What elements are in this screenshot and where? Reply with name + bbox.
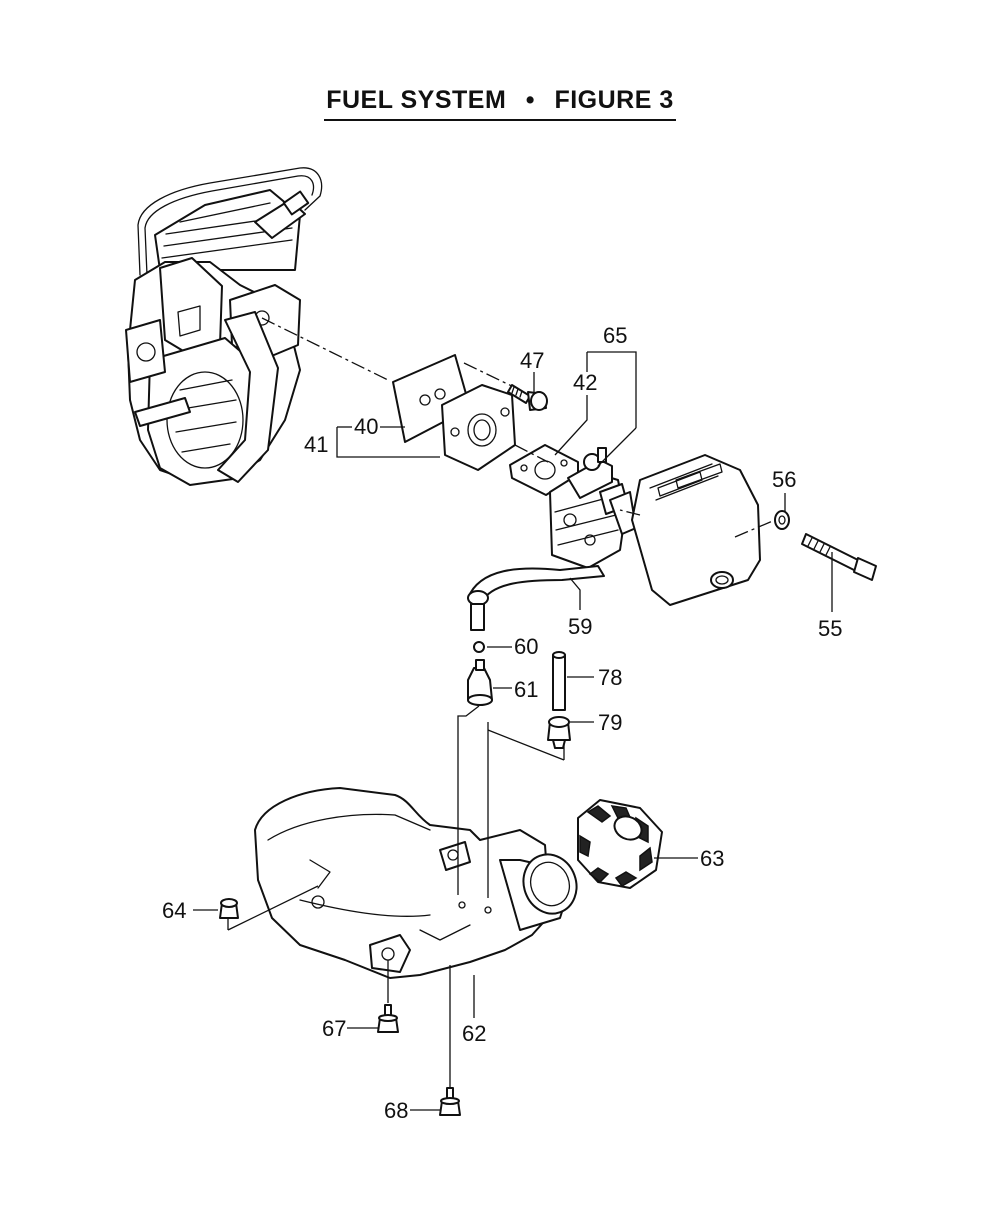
page-title: FUEL SYSTEM • FIGURE 3 [0,86,1000,121]
fuel-filter-61 [467,659,493,706]
callout-64: 64 [162,898,186,923]
screw-68 [439,1087,461,1116]
callout-47: 47 [520,348,544,373]
insulator-assembly [392,354,521,471]
callout-67: 67 [322,1016,346,1041]
callout-56: 56 [772,467,796,492]
washer-56 [774,510,790,530]
grommet-64 [219,898,239,919]
callout-41: 41 [304,432,328,457]
callout-60: 60 [514,634,538,659]
fuel-line-59 [467,565,605,631]
callout-61: 61 [514,677,538,702]
callout-79: 79 [598,710,622,735]
title-left: FUEL SYSTEM [326,86,507,114]
callout-65: 65 [603,323,627,348]
callout-63: 63 [700,846,724,871]
screw-67 [377,1004,399,1033]
callout-labels: 40 41 42 47 55 56 59 60 61 62 63 64 65 6… [162,323,842,1123]
check-valve-60 [473,641,485,653]
callout-68: 68 [384,1098,408,1123]
title-right: FIGURE 3 [554,86,674,114]
engine-assembly [125,167,389,486]
callout-62: 62 [462,1021,486,1046]
leader-lines [193,351,833,1111]
callout-40: 40 [354,414,378,439]
callout-55: 55 [818,616,842,641]
fuel-cap-63 [577,799,663,889]
breather-tube-78 [552,651,566,711]
carburetor-65 [549,447,637,569]
callout-42: 42 [573,370,597,395]
bolt-55 [801,533,877,581]
fuel-tank-62 [254,787,578,979]
screw-47 [507,384,548,411]
callout-59: 59 [568,614,592,639]
title-underline: FUEL SYSTEM • FIGURE 3 [324,86,676,121]
grommet-79 [547,716,571,749]
callout-78: 78 [598,665,622,690]
air-cleaner-cover [619,454,776,606]
title-separator: • [525,86,536,114]
